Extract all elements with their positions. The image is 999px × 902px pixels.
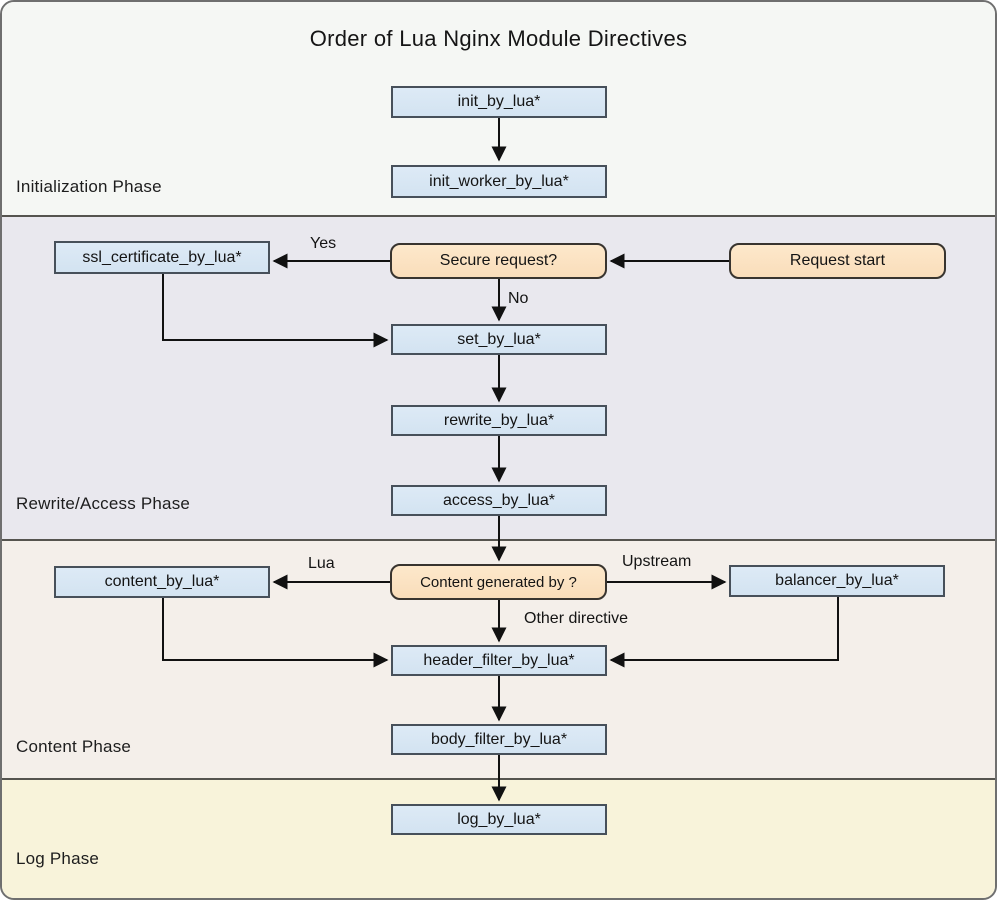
phase-label-rewrite-access: Rewrite/Access Phase: [16, 494, 191, 513]
node-set-by-lua: set_by_lua*: [391, 324, 607, 355]
node-ssl-certificate-by-lua: ssl_certificate_by_lua*: [54, 241, 270, 274]
diagram-title: Order of Lua Nginx Module Directives: [309, 26, 688, 51]
edge-label-yes: Yes: [310, 235, 337, 252]
node-content-by-lua: content_by_lua*: [54, 566, 270, 598]
node-balancer-by-lua: balancer_by_lua*: [729, 565, 945, 597]
node-request-start: Request start: [729, 243, 946, 279]
edge-label-other-directive: Other directive: [524, 610, 629, 627]
node-rewrite-by-lua: rewrite_by_lua*: [391, 405, 607, 436]
phase-label-initialization: Initialization Phase: [16, 177, 162, 196]
phase-label-content: Content Phase: [16, 737, 132, 756]
node-secure-request: Secure request?: [390, 243, 607, 279]
node-body-filter-by-lua: body_filter_by_lua*: [391, 724, 607, 755]
node-content-generated-by: Content generated by ?: [390, 564, 607, 600]
node-init-worker-by-lua: init_worker_by_lua*: [391, 165, 607, 198]
node-log-by-lua: log_by_lua*: [391, 804, 607, 835]
edge-label-upstream: Upstream: [622, 553, 692, 570]
node-header-filter-by-lua: header_filter_by_lua*: [391, 645, 607, 676]
phase-band-log: [2, 778, 995, 898]
node-access-by-lua: access_by_lua*: [391, 485, 607, 516]
edge-label-no: No: [508, 290, 529, 307]
phase-label-log: Log Phase: [16, 849, 100, 868]
node-init-by-lua: init_by_lua*: [391, 86, 607, 118]
edge-label-lua: Lua: [308, 555, 335, 572]
